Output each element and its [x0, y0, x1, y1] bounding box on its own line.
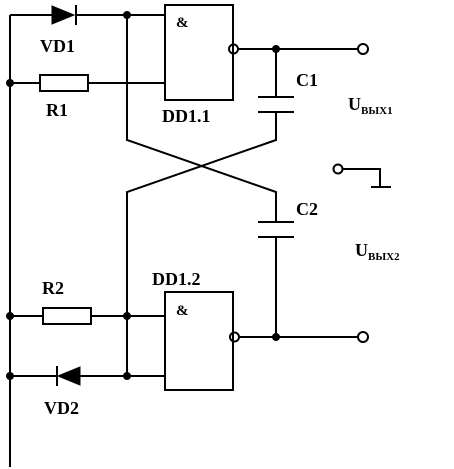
junction-dot: [272, 45, 280, 53]
vd1-label: VD1: [40, 36, 75, 56]
dd1-2-label: DD1.2: [152, 269, 201, 289]
u-out2-label: U ВЫХ2: [355, 240, 400, 263]
r1-label: R1: [46, 100, 68, 120]
svg-text:U: U: [348, 94, 361, 114]
u-out1-label: U ВЫХ1: [348, 94, 393, 117]
dd1-1-label: DD1.1: [162, 106, 211, 126]
junction-dot: [123, 11, 131, 19]
junction-dot: [6, 372, 14, 380]
vd2-label: VD2: [44, 398, 79, 418]
junction-dot: [272, 333, 280, 341]
junction-dot: [6, 79, 14, 87]
cross-coupling-wires: [126, 15, 277, 376]
dd1-1-and-symbol: &: [176, 15, 189, 31]
junction-dot: [123, 372, 131, 380]
r2-label: R2: [42, 278, 64, 298]
junction-dot: [6, 312, 14, 320]
c2-capacitor: [258, 221, 294, 238]
out2-terminal: [357, 331, 369, 343]
vd1-diode: [51, 5, 77, 25]
c1-label: C1: [296, 70, 318, 90]
r2-resistor: [42, 307, 92, 325]
svg-text:ВЫХ2: ВЫХ2: [368, 251, 400, 263]
vd2-diode: [56, 366, 81, 386]
dd1-2-inversion-bubble: [229, 331, 240, 343]
ground-symbol: [332, 163, 391, 188]
svg-text:ВЫХ1: ВЫХ1: [361, 105, 393, 117]
dd1-2-and-symbol: &: [176, 303, 189, 319]
c1-capacitor: [258, 96, 294, 113]
out1-terminal: [357, 43, 369, 55]
r1-resistor: [39, 74, 89, 92]
junction-dot: [123, 312, 131, 320]
c2-label: C2: [296, 199, 318, 219]
junction-dots: [6, 11, 280, 380]
svg-text:U: U: [355, 240, 368, 260]
